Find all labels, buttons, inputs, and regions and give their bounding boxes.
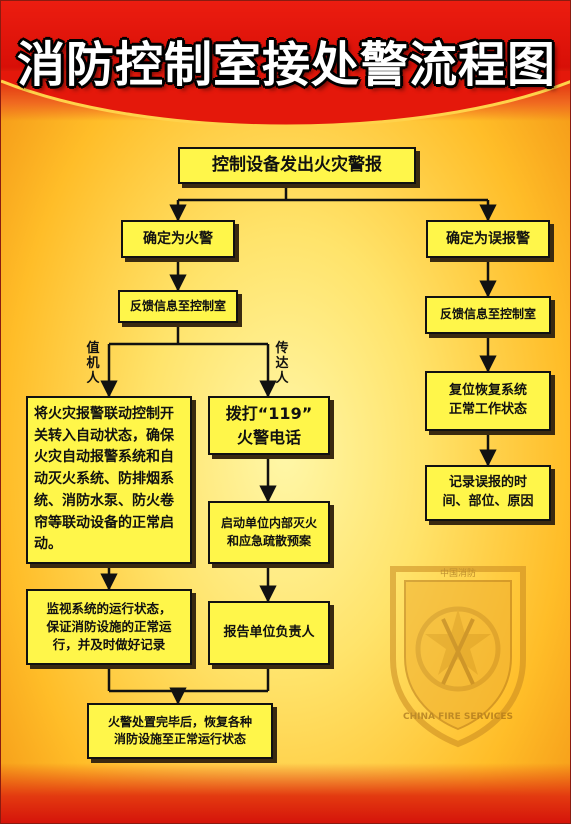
node-monitor-system: 监视系统的运行状态， 保证消防设施的正常运 行，并及时做好记录 [26, 589, 192, 665]
node-report-manager: 报告单位负责人 [208, 601, 330, 665]
node-start-plan-label: 启动单位内部灭火 和应急疏散预案 [220, 516, 317, 548]
node-restore-facilities-label: 火警处置完毕后，恢复各种 消防设施至正常运行状态 [107, 714, 252, 746]
page-title: 消防控制室接处警流程图 [16, 37, 556, 93]
node-linkage-auto-label: 将火灾报警联动控制开关转入自动状态，确保火灾自动报警系统和自动灭火系统、防排烟系… [34, 406, 174, 553]
node-confirm-false-alarm-label: 确定为误报警 [446, 230, 530, 247]
node-confirm-false-alarm: 确定为误报警 [426, 220, 550, 258]
node-call-119-label: 拨打“119” 火警电话 [225, 404, 313, 447]
node-feedback-fire: 反馈信息至控制室 [118, 290, 238, 323]
header-wave [1, 71, 570, 128]
footer-band [1, 763, 570, 823]
node-record-false-alarm-label: 记录误报的时 间、部位、原因 [442, 475, 534, 509]
node-record-false-alarm: 记录误报的时 间、部位、原因 [425, 465, 551, 521]
node-reset-system-label: 复位恢复系统 正常工作状态 [448, 383, 527, 417]
node-linkage-auto: 将火灾报警联动控制开关转入自动状态，确保火灾自动报警系统和自动灭火系统、防排烟系… [26, 396, 192, 564]
fire-services-emblem: 中国消防 CHINA FIRE SERVICES [390, 566, 526, 748]
node-feedback-fire-label: 反馈信息至控制室 [129, 298, 226, 313]
branch-label-duty: 值 机 人 [86, 341, 100, 386]
node-confirm-fire-label: 确定为火警 [143, 230, 213, 247]
node-call-119: 拨打“119” 火警电话 [208, 396, 330, 455]
node-start-plan: 启动单位内部灭火 和应急疏散预案 [208, 501, 330, 564]
node-confirm-fire: 确定为火警 [121, 220, 235, 258]
emblem-ring-text: CHINA FIRE SERVICES [403, 712, 513, 722]
node-monitor-system-label: 监视系统的运行状态， 保证消防设施的正常运 行，并及时做好记录 [46, 600, 172, 653]
emblem-top-text: 中国消防 [440, 567, 476, 579]
node-restore-facilities: 火警处置完毕后，恢复各种 消防设施至正常运行状态 [87, 703, 273, 759]
node-alarm-issued: 控制设备发出火灾警报 [178, 147, 416, 184]
node-report-manager-label: 报告单位负责人 [223, 624, 315, 640]
node-feedback-false: 反馈信息至控制室 [425, 296, 551, 334]
node-reset-system: 复位恢复系统 正常工作状态 [425, 371, 551, 431]
node-feedback-false-label: 反馈信息至控制室 [439, 307, 536, 322]
node-alarm-issued-label: 控制设备发出火灾警报 [212, 155, 382, 176]
branch-label-relay: 传 达 人 [275, 341, 289, 386]
